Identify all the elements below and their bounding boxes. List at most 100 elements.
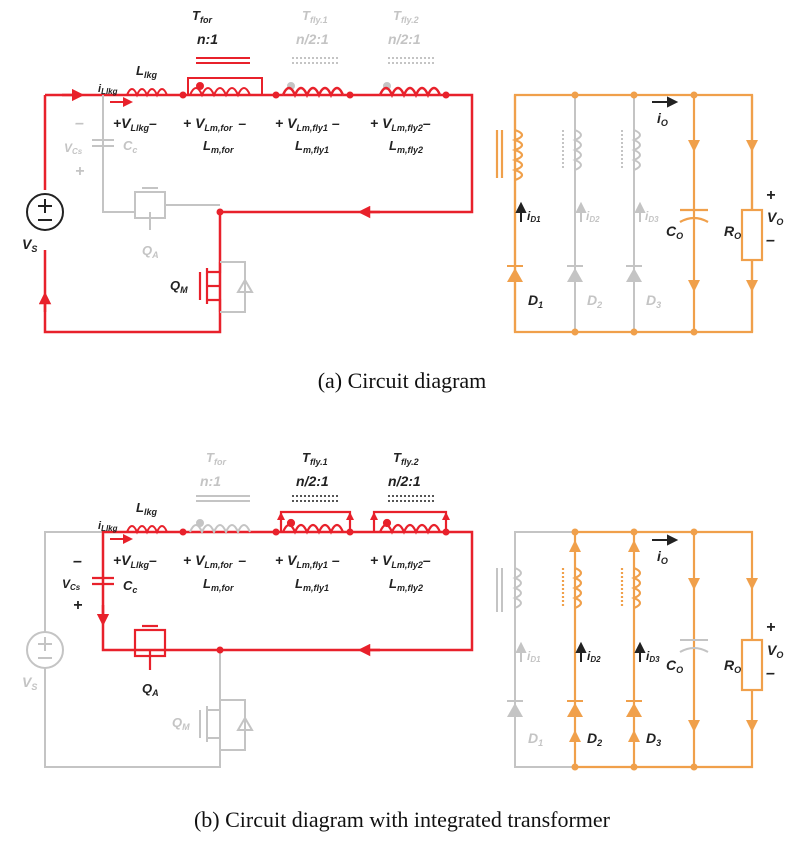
tfly2-primary-coil [372,510,448,535]
vo-minus: – [766,232,775,249]
vo-label: VO [767,209,783,227]
junction-dots [179,91,450,216]
d3-label: D3 [646,292,661,310]
qa-label: QA [142,243,159,260]
tfor-primary-coil [187,57,263,98]
diodes [507,700,642,717]
io-arrow [515,96,679,222]
tfor-label: Tfor [192,8,212,25]
io-label: iO [657,548,668,566]
tfly2-label: Tfly.2 [393,8,419,25]
caption-a: (a) Circuit diagram [318,368,487,393]
tfor-ratio: n:1 [197,31,218,47]
tfly1-primary-coil [279,510,352,535]
vcs-plus: + [75,163,84,180]
id2-label: iD2 [586,209,600,224]
d3-label: D3 [646,730,661,748]
lm-fly2-label: Lm,fly2 [389,576,423,593]
tfly2-ratio: n/2:1 [388,473,421,489]
tfor-ratio: n:1 [200,473,221,489]
lm-fly2-label: Lm,fly2 [389,138,423,155]
qa-switch [133,624,167,670]
tfor-label: Tfor [206,450,226,467]
lm-for-label: Lm,for [203,138,234,155]
vs-label: VS [22,674,37,692]
series-red-coils [281,86,442,99]
junction-dots [179,512,450,654]
qm-label: QM [172,715,190,732]
vcs-label: VCs [62,577,81,592]
ilkg-label: iLlkg [98,83,118,96]
vo-label: VO [767,642,783,660]
secondary-arrows [571,91,758,336]
llkg-label: Llkg [136,500,157,517]
vcs-minus: – [73,553,82,570]
llkg-label: Llkg [136,63,157,80]
id-arrows [575,201,646,222]
lkg-inductor [126,88,168,98]
v-lmfly1-label: + VLm,fly1– [275,552,340,570]
clamp-branch [92,95,220,230]
cc-label: Cc [123,138,137,155]
caption-b: (b) Circuit diagram with integrated tran… [194,807,611,832]
v-lmfly2-label: + VLm,fly2– [370,115,431,133]
secondary-inactive [562,95,641,332]
co-label: CO [666,657,683,675]
panel-a: Tfor n:1 Tfly.1 n/2:1 Tfly.2 n/2:1 Llkg … [22,8,783,393]
v-lmfly1-label: + VLm,fly1– [275,115,340,133]
tfly1-ratio: n/2:1 [296,473,329,489]
vcs-minus: – [75,115,84,132]
vs-label: VS [22,236,37,254]
qa-label: QA [142,681,159,698]
lm-fly1-label: Lm,fly1 [295,138,329,155]
co-capacitor-inactive [679,639,709,653]
vo-plus: + [766,619,775,636]
tfly2-label: Tfly.2 [393,450,419,467]
lm-fly1-label: Lm,fly1 [295,576,329,593]
vo-plus: + [766,187,775,204]
tfly1-ratio: n/2:1 [296,31,329,47]
co-label: CO [666,223,683,241]
tfly2-ratio: n/2:1 [388,31,421,47]
ilkg-label: iLlkg [98,520,118,533]
cc-label: Cc [123,578,137,595]
qm-body-diode [220,261,254,313]
lkg-inductor [126,525,168,535]
id3-label: iD3 [645,209,659,224]
ro-label: RO [724,657,741,675]
secondary-inactive [496,531,575,768]
id1-label: iD1 [527,649,541,664]
d1-label: D1 [528,730,543,748]
vcs-plus: + [73,597,82,614]
v-llkg-label: +VLlkg– [113,552,157,570]
ro-label: RO [724,223,741,241]
d2-label: D2 [587,730,602,748]
id3-label: iD3 [646,649,660,664]
v-lmfor-label: + VLm,for– [183,552,246,570]
lm-for-label: Lm,for [203,576,234,593]
tfly1-label: Tfly.1 [302,450,328,467]
tfly1-label: Tfly.1 [302,8,328,25]
v-lmfor-label: + VLm,for– [183,115,246,133]
id1-label: iD1 [527,209,541,224]
qm-switch [198,262,222,312]
qm-label: QM [170,278,188,295]
secondary-circuit [495,93,764,334]
io-label: iO [657,110,668,128]
d2-label: D2 [587,292,602,310]
id2-label: iD2 [587,649,601,664]
inactive-source-loop [26,531,254,768]
v-llkg-label: +VLlkg– [113,115,157,133]
secondary-arrows [569,528,758,771]
vs-source [26,193,64,231]
io-arrow [575,534,679,662]
cc-capacitor [92,576,114,586]
vo-minus: – [766,665,775,682]
id1-arrow [515,641,527,662]
tfor-coil [189,495,251,535]
vcs-label: VCs [64,141,83,156]
diodes [507,265,642,282]
v-lmfly2-label: + VLm,fly2– [370,552,431,570]
fly-cores [292,495,436,502]
